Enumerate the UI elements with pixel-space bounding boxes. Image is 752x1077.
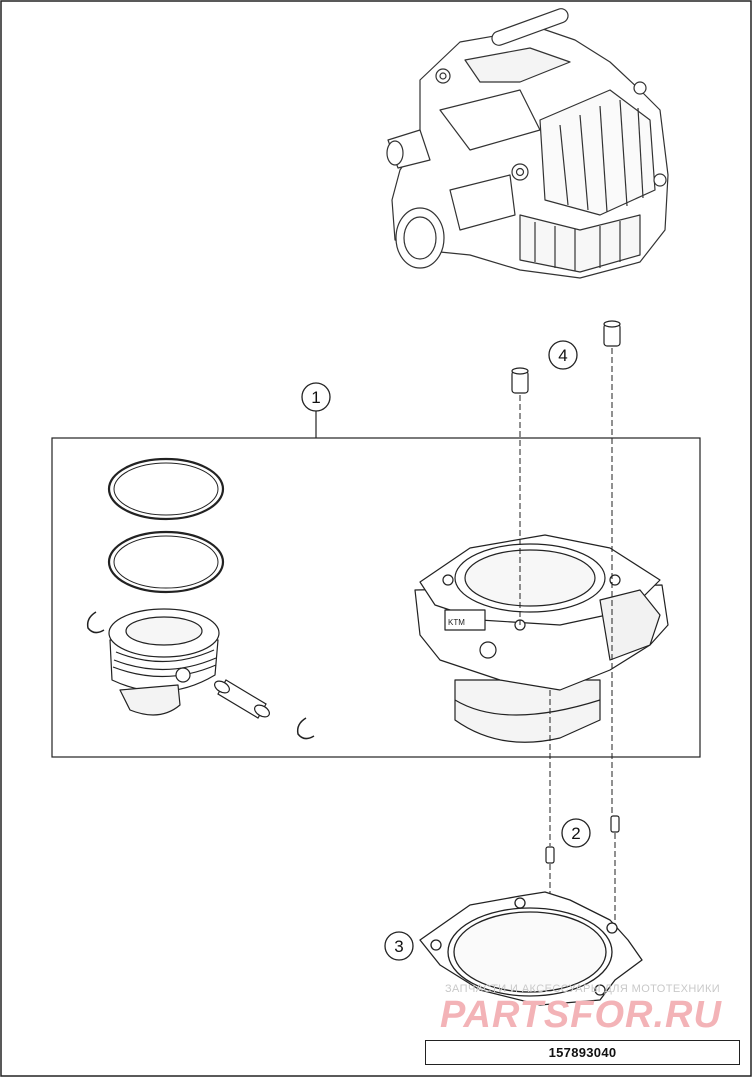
piston-pin (214, 679, 270, 719)
dowel-sleeves (511, 320, 621, 864)
part-number: 157893040 (548, 1045, 617, 1060)
callout-1-number: 1 (311, 388, 320, 407)
callout-2: 2 (561, 818, 591, 848)
callout-4-number: 4 (558, 346, 567, 365)
svg-text:KTM: KTM (448, 618, 465, 627)
piston-rings (107, 457, 225, 594)
cylinder-base-gasket (419, 891, 643, 1006)
piston-circlips (86, 611, 315, 740)
callout-3: 3 (384, 931, 414, 961)
cylinder: KTM (414, 534, 669, 743)
watermark-tagline: ЗАПЧАСТИ И АКСЕССУАРЫ ДЛЯ МОТОТЕХНИКИ (445, 983, 721, 995)
callout-2-number: 2 (571, 824, 580, 843)
callout-1: 1 (301, 382, 331, 412)
part-number-box: 157893040 (425, 1040, 740, 1065)
callout-4: 4 (548, 340, 578, 370)
kit-group-box (51, 437, 701, 758)
piston (108, 608, 220, 716)
callout-3-number: 3 (394, 937, 403, 956)
cylinder-head-illustration (386, 8, 669, 279)
watermark-brand: PARTSFOR.RU (440, 994, 722, 1036)
